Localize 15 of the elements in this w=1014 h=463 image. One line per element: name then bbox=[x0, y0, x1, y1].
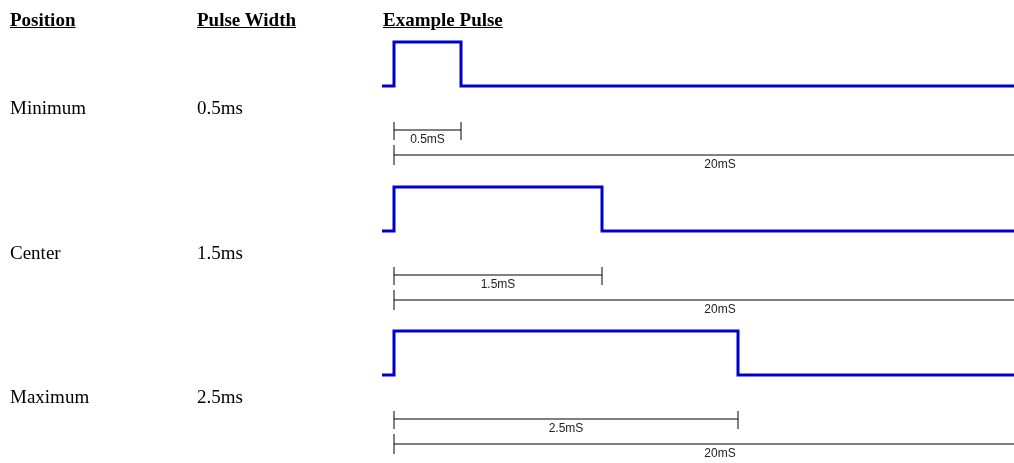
column-header: Pulse Width bbox=[197, 10, 297, 29]
position-label: Minimum bbox=[10, 98, 86, 117]
dimension-label: 1.5mS bbox=[480, 278, 516, 290]
position-label: Maximum bbox=[10, 387, 90, 406]
position-label: Center bbox=[10, 243, 61, 262]
dimension-label: 20mS bbox=[704, 447, 736, 459]
dimension-label: 20mS bbox=[704, 303, 736, 315]
column-header: Example Pulse bbox=[383, 10, 503, 29]
dimension-label: 0.5mS bbox=[410, 133, 445, 145]
pulse-width-value: 2.5ms bbox=[197, 387, 243, 406]
pulse-width-value: 1.5ms bbox=[197, 243, 243, 262]
pulse-width-value: 0.5ms bbox=[197, 98, 243, 117]
dimension-label: 20mS bbox=[704, 158, 736, 170]
column-header: Position bbox=[10, 10, 76, 29]
dimension-label: 2.5mS bbox=[548, 422, 584, 434]
